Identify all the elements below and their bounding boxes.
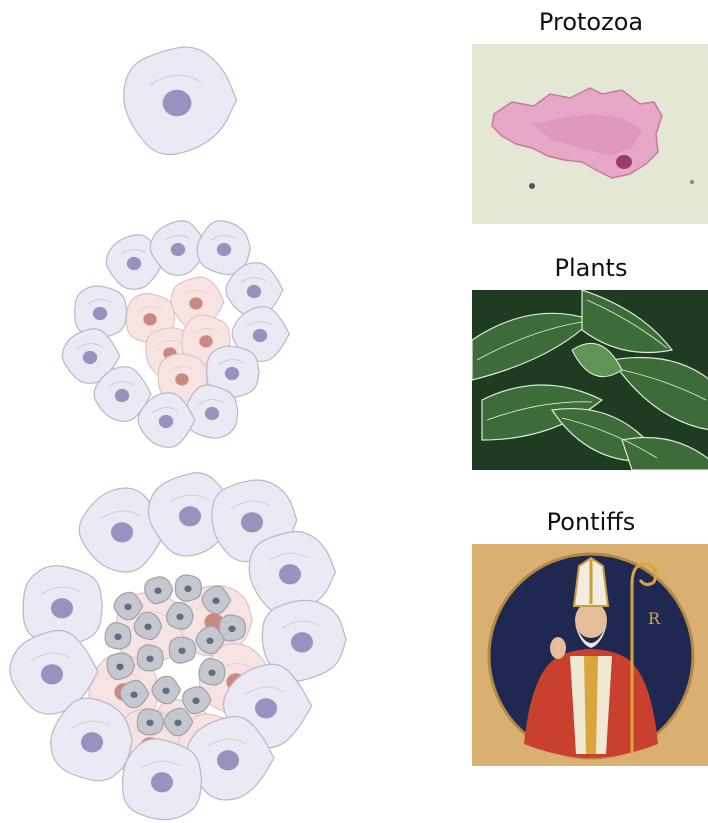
core-cell — [175, 575, 201, 601]
core-cell — [105, 623, 131, 649]
core-cell — [199, 658, 225, 684]
core-cell — [137, 709, 163, 735]
plants-label: Plants — [472, 254, 708, 282]
svg-text:R: R — [648, 609, 661, 628]
core-cell — [169, 637, 195, 663]
outer-cell — [186, 385, 238, 438]
core-cell — [137, 645, 163, 671]
pontiff-painting: R — [472, 544, 708, 766]
single-cell — [124, 47, 237, 154]
pontiffs-label: Pontiffs — [472, 508, 708, 536]
protozoa-label: Protozoa — [472, 8, 708, 36]
protozoa-micrograph — [472, 44, 708, 224]
outer-cell — [249, 532, 335, 614]
single-cell-diagram — [124, 47, 237, 154]
outer-cell — [122, 739, 201, 820]
plant-leaves-photo — [472, 290, 708, 470]
cell-cluster-diagram — [62, 221, 289, 448]
core-cell — [167, 602, 194, 629]
tissue-aggregate-diagram — [10, 473, 346, 820]
